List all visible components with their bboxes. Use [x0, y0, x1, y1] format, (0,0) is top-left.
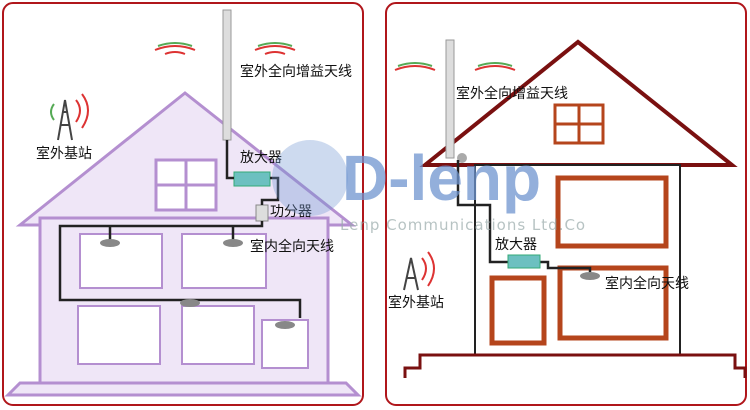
- splitter-icon: [255, 204, 269, 222]
- watermark: D-lenp Lenp Communications Ltd.Co: [272, 140, 586, 234]
- outdoor-antenna-icon: [222, 9, 232, 141]
- base-station-label: 室外基站: [36, 145, 92, 162]
- left-panel: 室外全向增益天线 室外基站 放大器 功分器 室内全向天线: [2, 2, 364, 406]
- base-station-label: 室外基站: [388, 294, 444, 311]
- outdoor-antenna-label: 室外全向增益天线: [240, 63, 352, 80]
- signal-wave-icon: [254, 45, 296, 55]
- cable: [456, 160, 592, 272]
- right-steps: [403, 353, 747, 378]
- watermark-logo-icon: [272, 140, 348, 216]
- amplifier-icon: [507, 254, 541, 269]
- room: [181, 233, 267, 289]
- right-panel: 室外全向增益天线 放大器 室内全向天线 室外基站: [385, 2, 747, 406]
- room: [555, 175, 669, 249]
- signal-wave-icon: [154, 45, 196, 55]
- amplifier-label: 放大器: [495, 237, 537, 253]
- amplifier-icon: [233, 171, 271, 187]
- indoor-antenna-label: 室内全向天线: [250, 238, 334, 255]
- base-station-icon: [403, 251, 435, 291]
- indoor-antenna-icon: [100, 239, 295, 329]
- room: [79, 233, 163, 289]
- base-station-icon: [50, 93, 89, 141]
- outdoor-antenna-icon: [445, 39, 455, 159]
- room: [557, 265, 669, 341]
- room: [489, 275, 547, 346]
- amplifier-label: 放大器: [240, 150, 282, 166]
- antenna-connector-icon: [457, 153, 467, 163]
- splitter-label: 功分器: [270, 204, 312, 220]
- signal-wave-icon: [394, 65, 516, 71]
- signal-wave-icon: [397, 62, 513, 67]
- indoor-antenna-icon: [580, 272, 600, 280]
- indoor-antenna-label: 室内全向天线: [605, 275, 689, 292]
- room: [77, 305, 161, 365]
- room: [181, 305, 255, 365]
- watermark-company: Lenp Communications Ltd.Co: [340, 216, 586, 234]
- outdoor-antenna-label: 室外全向增益天线: [456, 85, 568, 102]
- left-foundation: [4, 381, 362, 397]
- signal-wave-icon: [157, 42, 293, 47]
- cable: [58, 140, 302, 318]
- watermark-logo: D-lenp: [342, 142, 541, 214]
